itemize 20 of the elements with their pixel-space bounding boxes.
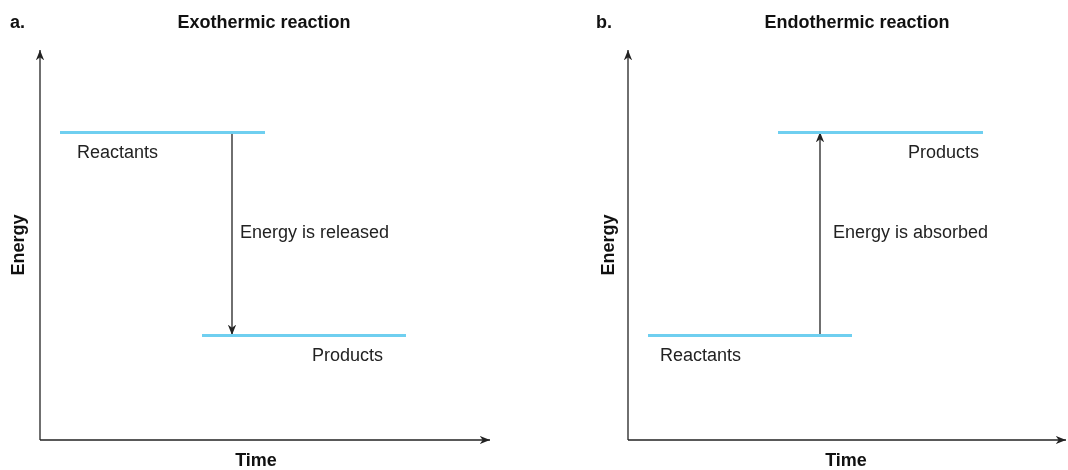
panel-letter: b. bbox=[596, 12, 612, 33]
panel-title: Exothermic reaction bbox=[177, 12, 351, 33]
energy-level-line bbox=[778, 131, 983, 161]
energy-level-line bbox=[648, 334, 852, 364]
level-label: Reactants bbox=[660, 345, 742, 366]
level-label: Reactants bbox=[77, 142, 159, 163]
energy-level-line bbox=[202, 334, 406, 364]
edge-label: Energy is absorbed bbox=[833, 222, 989, 243]
panel-title: Endothermic reaction bbox=[764, 12, 950, 33]
axis-label: Energy bbox=[7, 214, 29, 276]
axis-label: Energy bbox=[597, 214, 619, 276]
arrow bbox=[227, 132, 237, 336]
edge-label: Energy is released bbox=[240, 222, 390, 243]
panel-letter: a. bbox=[10, 12, 25, 33]
level-label: Products bbox=[312, 345, 384, 366]
axis-label: Time bbox=[825, 450, 867, 470]
arrow bbox=[815, 131, 825, 337]
level-label: Products bbox=[908, 142, 980, 163]
axis-label: Time bbox=[235, 450, 277, 470]
energy-level-line bbox=[60, 131, 265, 161]
